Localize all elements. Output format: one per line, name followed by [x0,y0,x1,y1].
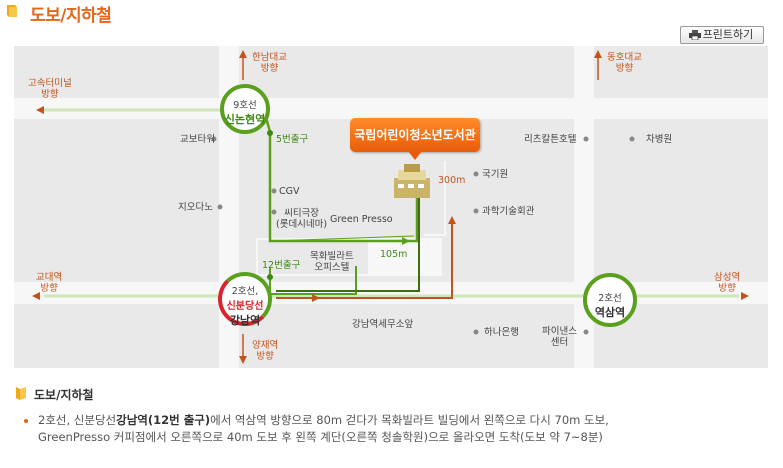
landmark-greenpresso: Green Presso [330,214,393,225]
print-button[interactable]: 프린트하기 [680,26,764,44]
exit-5-label: 5번출구 [276,134,309,145]
info-heading: 도보/지하철 [14,386,94,403]
landmark-giordano: 지오다노 [178,202,213,213]
landmark-kyobo: 교보타워 [180,134,215,145]
info-text: 2호선, 신분당선강남역(12번 출구)에서 역삼역 방향으로 80m 걷다가 … [24,412,778,446]
page-header: 도보/지하철 [0,0,783,26]
building-icon [394,164,430,198]
bullet-icon [24,419,28,423]
exit-12-label: 12번출구 [262,260,301,271]
landmark-cgv: CGV [279,186,300,197]
destination-callout: 국립어린이청소년도서관 [350,118,480,152]
landmark-science-hall: 과학기술회관 [482,206,535,217]
page-title: 도보/지하철 [30,6,112,26]
landmark-chabyeongwon: 차병원 [646,134,673,145]
landmark-gangnam-office: 강남역세무소앞 [352,319,414,330]
station-yeoksam[interactable]: 2호선 역삼역 [583,273,637,327]
book-icon [7,5,17,17]
print-button-label: 프린트하기 [702,28,754,41]
callout-pointer [408,151,422,160]
landmark-hana-bank: 하나은행 [484,327,519,338]
printer-icon [689,30,701,40]
landmark-kukgiwon: 국기원 [482,169,509,180]
bookmark-icon [16,387,26,400]
distance-300m: 300m [438,175,466,186]
landmark-cinema: 씨티극장(롯데시네마) [276,208,328,230]
distance-105m: 105m [380,249,408,260]
station-gangnam[interactable]: 2호선, 신분당선 강남역 [218,272,272,327]
landmark-ritz: 리츠칼튼호텔 [524,134,577,145]
station-sinnonhyeon[interactable]: 9호선 신논현역 [220,84,270,134]
